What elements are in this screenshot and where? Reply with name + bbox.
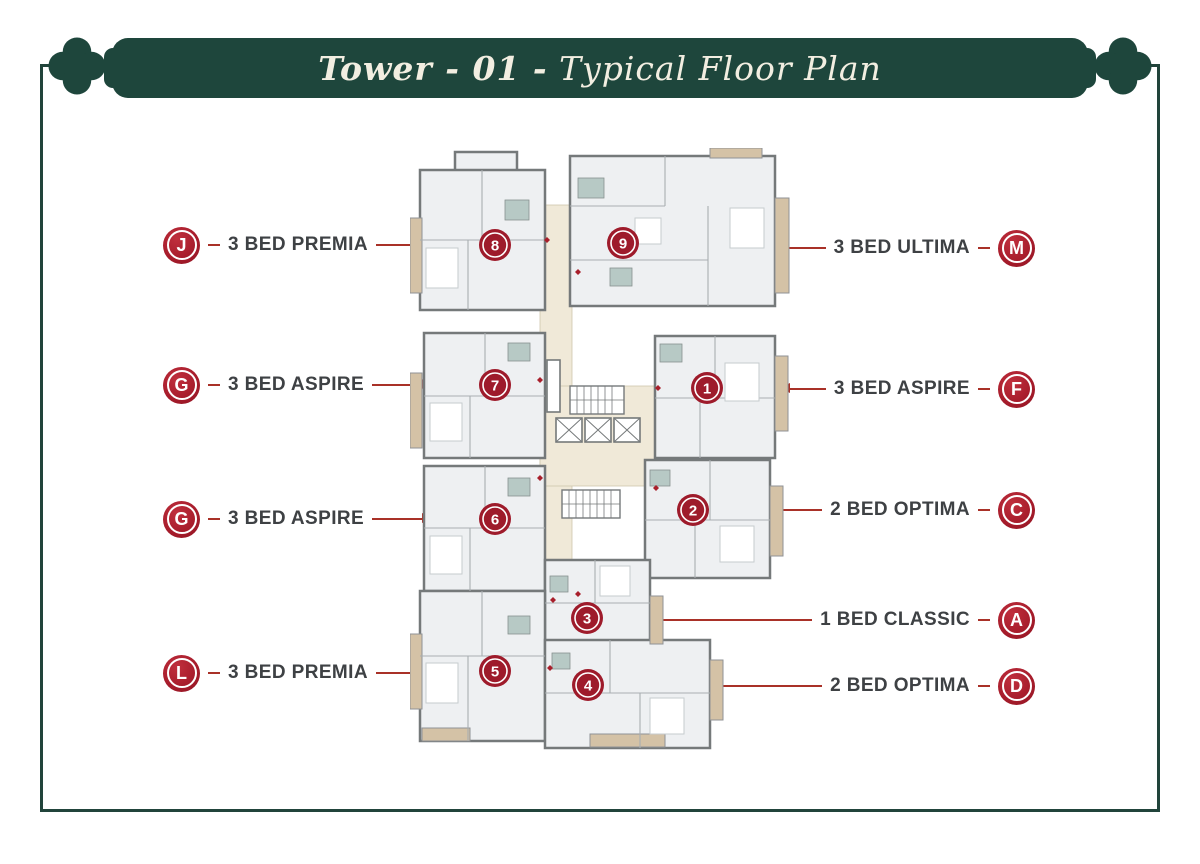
elevator-core xyxy=(546,359,641,443)
unit-type-badge: J xyxy=(163,226,200,264)
arrow-left-icon xyxy=(780,382,826,394)
unit-badge-1: 1 xyxy=(691,372,723,404)
leader-dash xyxy=(978,508,990,512)
callout-label: 3 BED ULTIMA xyxy=(833,237,970,258)
unit-type-badge: M xyxy=(998,229,1035,267)
leader-dash xyxy=(208,671,220,675)
staircase xyxy=(561,385,625,519)
unit-badge-7: 7 xyxy=(479,369,511,401)
page-title-suffix: Typical Floor Plan xyxy=(559,48,882,88)
unit-type-badge: G xyxy=(163,500,200,538)
leader-dash xyxy=(978,387,990,391)
quatrefoil-ornament-right xyxy=(1094,37,1152,95)
leader-dash xyxy=(208,517,220,521)
callout-label: 3 BED PREMIA xyxy=(228,662,368,683)
floor-plan: 8 9 7 1 6 2 3 5 4 xyxy=(410,148,790,750)
unit-badge-6: 6 xyxy=(479,503,511,535)
unit-type-badge: L xyxy=(163,654,200,692)
callout-right-2-bed-optima-2: 2 BED OPTIMA D xyxy=(653,666,1035,706)
callout-left-3-bed-aspire-1: G 3 BED ASPIRE xyxy=(163,365,432,405)
svg-text:4: 4 xyxy=(584,678,593,695)
callout-label: 1 BED CLASSIC xyxy=(820,609,970,630)
callout-label: 3 BED ASPIRE xyxy=(833,378,970,399)
callout-left-3-bed-premia-2: L 3 BED PREMIA xyxy=(163,653,433,693)
callout-right-1-bed-classic: 1 BED CLASSIC A xyxy=(639,600,1035,640)
furniture xyxy=(425,207,765,735)
leader-dash xyxy=(208,383,220,387)
page-title: Tower - 01 - Typical Floor Plan xyxy=(318,49,882,88)
unit-type-badge: F xyxy=(998,370,1035,408)
callout-label: 3 BED ASPIRE xyxy=(228,508,365,529)
svg-text:7: 7 xyxy=(491,378,499,395)
svg-text:9: 9 xyxy=(619,236,627,253)
svg-text:6: 6 xyxy=(491,512,499,529)
unit-type-badge: G xyxy=(163,366,200,404)
callout-left-3-bed-premia: J 3 BED PREMIA xyxy=(163,225,433,265)
leader-dash xyxy=(978,246,990,250)
unit-badge-9: 9 xyxy=(607,227,639,259)
callout-label: 2 BED OPTIMA xyxy=(830,675,970,696)
svg-text:2: 2 xyxy=(689,503,697,520)
callout-label: 3 BED PREMIA xyxy=(228,234,368,255)
callout-label: 2 BED OPTIMA xyxy=(830,499,970,520)
quatrefoil-ornament-left xyxy=(48,37,106,95)
unit-type-badge: C xyxy=(998,491,1035,529)
unit-badge-5: 5 xyxy=(479,655,511,687)
callout-right-2-bed-optima-1: 2 BED OPTIMA C xyxy=(757,490,1035,530)
entry-markers xyxy=(537,237,661,671)
unit-badge-3: 3 xyxy=(571,602,603,634)
svg-text:8: 8 xyxy=(491,238,499,255)
leader-dash xyxy=(978,684,990,688)
bathrooms xyxy=(504,177,683,670)
unit-badge-2: 2 xyxy=(677,494,709,526)
header-banner: Tower - 01 - Typical Floor Plan xyxy=(104,38,1096,98)
unit-type-badge: A xyxy=(998,601,1035,639)
balconies xyxy=(410,148,790,748)
callout-label: 3 BED ASPIRE xyxy=(228,374,365,395)
callout-right-3-bed-aspire: 3 BED ASPIRE F xyxy=(780,369,1035,409)
unit-badge-4: 4 xyxy=(572,669,604,701)
callout-left-3-bed-aspire-2: G 3 BED ASPIRE xyxy=(163,499,432,539)
svg-text:3: 3 xyxy=(583,611,591,628)
unit-badge-8: 8 xyxy=(479,229,511,261)
svg-text:5: 5 xyxy=(491,664,499,681)
page-title-prefix: Tower - 01 - xyxy=(318,48,548,88)
svg-text:1: 1 xyxy=(703,381,711,398)
leader-dash xyxy=(208,243,220,247)
unit-type-badge: D xyxy=(998,667,1035,705)
leader-dash xyxy=(978,618,990,622)
